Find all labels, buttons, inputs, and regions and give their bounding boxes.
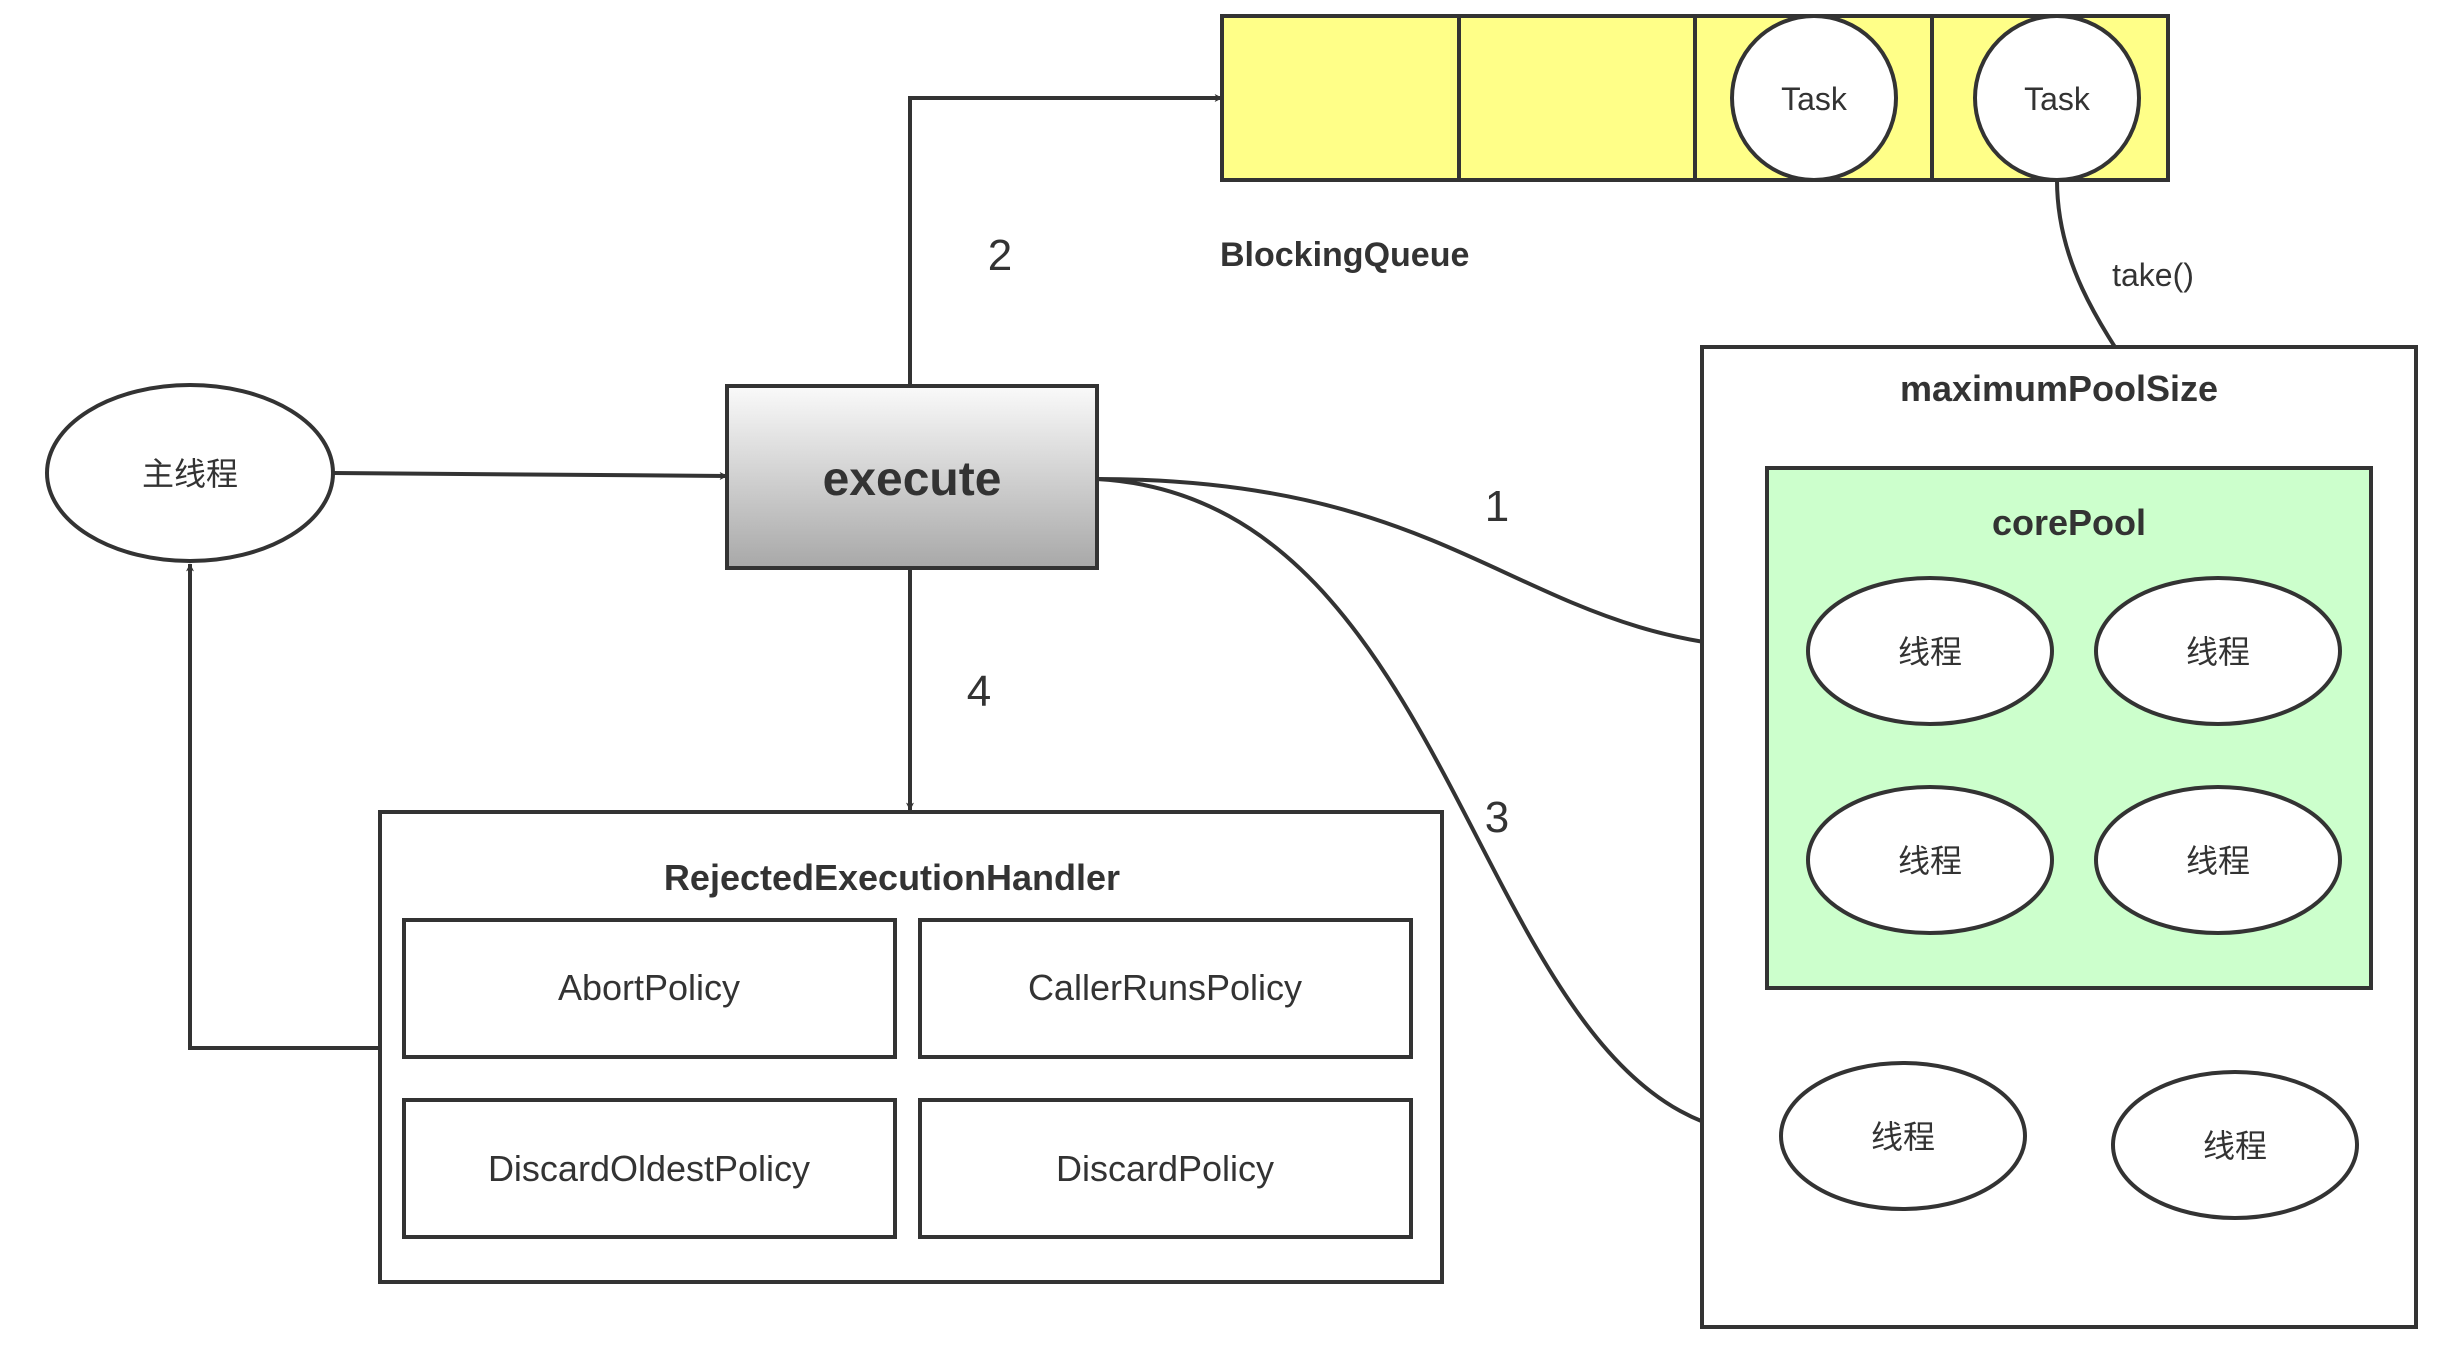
core-thread-label: 线程 bbox=[1898, 634, 1962, 670]
execute-label: execute bbox=[823, 453, 1002, 506]
max-thread-label: 线程 bbox=[1871, 1119, 1935, 1155]
core-thread-node bbox=[1806, 576, 2054, 726]
policy-label: AbortPolicy bbox=[558, 967, 740, 1008]
queue-task-label: Task bbox=[1781, 81, 1848, 117]
queue-task-node bbox=[1973, 14, 2141, 182]
blocking-queue: Task Task bbox=[1220, 14, 2170, 182]
policy-box bbox=[402, 918, 897, 1059]
edge-execute-to-max-thread bbox=[1096, 477, 1779, 1140]
queue-task-node bbox=[1730, 14, 1898, 182]
main-thread-node bbox=[45, 383, 335, 563]
edge-main-to-execute bbox=[332, 471, 728, 480]
queue-title: BlockingQueue bbox=[1220, 236, 1469, 274]
edge-label-reject: 4 bbox=[967, 667, 991, 716]
core-thread-label: 线程 bbox=[2186, 843, 2250, 879]
edge-execute-to-queue bbox=[908, 94, 1223, 386]
policy-box bbox=[918, 1098, 1413, 1239]
edge-label-max: 3 bbox=[1485, 793, 1509, 842]
core-thread-node bbox=[2094, 785, 2342, 935]
main-thread-label: 主线程 bbox=[142, 456, 238, 492]
policy-label: DiscardOldestPolicy bbox=[488, 1148, 810, 1189]
max-thread-node bbox=[1779, 1061, 2027, 1211]
queue-task-label: Task bbox=[2024, 81, 2091, 117]
max-thread-label: 线程 bbox=[2203, 1128, 2267, 1164]
edge-handler-to-main bbox=[186, 563, 380, 1050]
policy-label: CallerRunsPolicy bbox=[1028, 967, 1302, 1008]
handler-title: RejectedExecutionHandler bbox=[664, 857, 1120, 898]
edge-label-queue: 2 bbox=[988, 231, 1012, 280]
edge-label-core: 1 bbox=[1485, 482, 1509, 531]
core-pool-title: corePool bbox=[1992, 502, 2146, 543]
core-thread-label: 线程 bbox=[1898, 843, 1962, 879]
policy-label: DiscardPolicy bbox=[1056, 1148, 1274, 1189]
max-thread-node bbox=[2111, 1070, 2359, 1220]
max-pool-title: maximumPoolSize bbox=[1900, 368, 2218, 409]
policy-box bbox=[402, 1098, 897, 1239]
edge-execute-to-core-thread bbox=[1096, 477, 1804, 654]
execute-node bbox=[725, 384, 1099, 570]
policy-box bbox=[918, 918, 1413, 1059]
core-thread-node bbox=[1806, 785, 2054, 935]
core-thread-label: 线程 bbox=[2186, 634, 2250, 670]
core-thread-node bbox=[2094, 576, 2342, 726]
take-label: take() bbox=[2112, 257, 2194, 293]
